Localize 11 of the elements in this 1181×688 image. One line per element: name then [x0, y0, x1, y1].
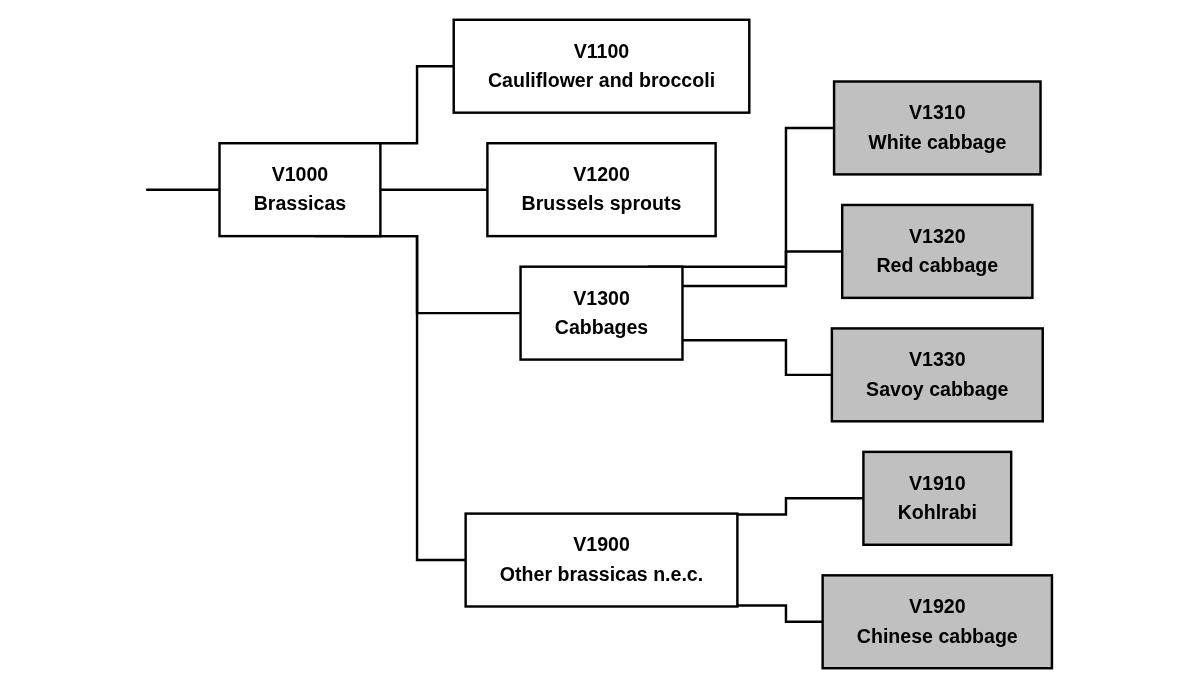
node-box: V1900 Other brassicas n.e.c. — [464, 512, 739, 608]
node-box: V1100 Cauliflower and broccoli — [452, 18, 751, 114]
node-box: V1310 White cabbage — [832, 80, 1042, 176]
node-box: V1000 Brassicas — [218, 142, 382, 238]
node-box: V1910 Kohlrabi — [862, 450, 1013, 546]
node-box: V1200 Brussels sprouts — [486, 142, 717, 238]
node-box: V1920 Chinese cabbage — [821, 574, 1054, 670]
node-box: V1320 Red cabbage — [841, 203, 1034, 300]
connector — [146, 188, 221, 191]
node-box: V1330 Savoy cabbage — [830, 327, 1044, 423]
node-box: V1300 Cabbages — [519, 265, 684, 361]
